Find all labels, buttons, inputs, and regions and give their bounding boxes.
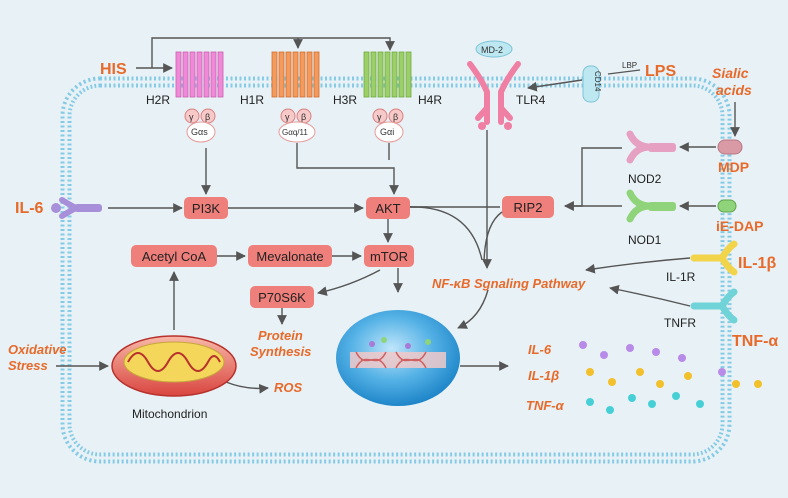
nod1-label: NOD1 xyxy=(628,233,662,247)
h1r-receptor xyxy=(271,51,320,98)
protein-label-1: Protein xyxy=(258,328,303,343)
lps-arrow xyxy=(527,79,583,92)
ie-dap-ligand xyxy=(717,199,737,213)
cd14-label: CD14 xyxy=(593,71,602,92)
il6-receptor xyxy=(51,197,102,219)
nod2-label: NOD2 xyxy=(628,172,662,186)
svg-text:β: β xyxy=(393,112,398,122)
ros-label: ROS xyxy=(274,380,303,395)
nucleus xyxy=(336,310,460,406)
h34r-receptor xyxy=(363,51,412,98)
svg-text:RIP2: RIP2 xyxy=(514,200,543,215)
svg-text:γ: γ xyxy=(285,112,290,122)
h2r-label: H2R xyxy=(146,93,170,107)
his-label: HIS xyxy=(100,61,127,78)
svg-text:γ: γ xyxy=(189,112,194,122)
cd14-receptor: CD14 xyxy=(582,65,602,103)
mevalonate-node: Mevalonate xyxy=(248,245,332,267)
protein-label-2: Synthesis xyxy=(250,344,311,359)
oxidative-label-2: Stress xyxy=(8,358,48,373)
nfkb-label: NF-κB Sgnaling Pathway xyxy=(432,276,586,291)
svg-text:Acetyl CoA: Acetyl CoA xyxy=(142,249,207,264)
h4r-label: H4R xyxy=(418,93,442,107)
tnfa-input-label: TNF-α xyxy=(732,333,778,350)
mdp-label: MDP xyxy=(718,159,749,175)
sialic-label-2: acids xyxy=(716,82,752,98)
tlr4-label: TLR4 xyxy=(516,93,546,107)
gs-label: Gαs xyxy=(191,127,208,137)
lbp-label: LBP xyxy=(622,61,637,70)
tnfr-label: TNFR xyxy=(664,316,696,330)
gi-label: Gαi xyxy=(380,127,394,137)
svg-text:mTOR: mTOR xyxy=(370,249,408,264)
il1b-output-label: IL-1β xyxy=(528,368,559,383)
svg-text:β: β xyxy=(205,112,210,122)
p70s6k-node: P70S6K xyxy=(250,286,314,308)
il6-input-label: IL-6 xyxy=(15,200,44,217)
akt-node: AKT xyxy=(366,197,410,219)
acetyl-coa-node: Acetyl CoA xyxy=(131,245,217,267)
pi3k-node: PI3K xyxy=(184,197,228,219)
mitochondrion xyxy=(111,335,237,397)
sialic-label-1: Sialic xyxy=(712,65,749,81)
pathway-arrows xyxy=(56,130,691,394)
his-arrows xyxy=(136,37,395,73)
il1r-receptor xyxy=(690,240,738,276)
svg-text:PI3K: PI3K xyxy=(192,201,221,216)
cytokine-dots xyxy=(579,341,762,414)
gq-label: Gαq/11 xyxy=(282,128,308,137)
g-protein-s: γ β Gαs xyxy=(184,108,216,143)
svg-text:Mevalonate: Mevalonate xyxy=(256,249,323,264)
il6-output-label: IL-6 xyxy=(528,342,552,357)
g-protein-i: γ β Gαi xyxy=(372,108,404,143)
svg-text:P70S6K: P70S6K xyxy=(258,290,306,305)
lps-label: LPS xyxy=(645,63,676,80)
svg-text:γ: γ xyxy=(377,112,382,122)
oxidative-label-1: Oxidative xyxy=(8,342,67,357)
svg-text:β: β xyxy=(301,112,306,122)
il1b-input-label: IL-1β xyxy=(738,255,776,272)
svg-text:AKT: AKT xyxy=(375,201,400,216)
md2-label: MD-2 xyxy=(481,45,503,55)
nod2-rip2-arrow xyxy=(564,147,622,211)
h2r-receptor xyxy=(175,51,224,98)
il1r-label: IL-1R xyxy=(666,270,696,284)
ie-dap-label: iE-DAP xyxy=(716,218,763,234)
mdp-ligand xyxy=(717,139,743,155)
nod2-receptor xyxy=(626,130,676,164)
lbp-line xyxy=(607,69,641,75)
mitochondrion-label: Mitochondrion xyxy=(132,407,207,421)
rip2-node: RIP2 xyxy=(502,196,554,218)
tlr4-receptor: MD-2 xyxy=(467,40,521,130)
tnfa-output-label: TNF-α xyxy=(526,398,565,413)
nod1-receptor xyxy=(626,189,676,223)
g-protein-q: γ β Gαq/11 xyxy=(278,108,316,143)
h3r-label: H3R xyxy=(333,93,357,107)
mtor-node: mTOR xyxy=(364,245,414,267)
h1r-label: H1R xyxy=(240,93,264,107)
tnfr-receptor xyxy=(690,288,738,324)
